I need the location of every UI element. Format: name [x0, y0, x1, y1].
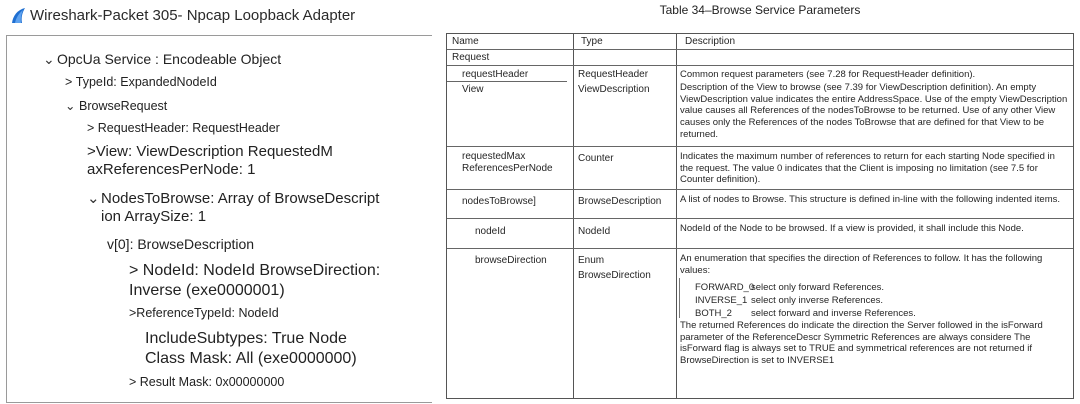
tree-node-v0-browse-description[interactable]: v[0]: BrowseDescription	[107, 236, 255, 252]
table-caption: Table 34–Browse Service Parameters	[659, 3, 861, 17]
param-type-browse-direction: Enum BrowseDirection	[578, 255, 651, 281]
wireshark-pane: Wireshark-Packet 305- Npcap Loopback Ada…	[0, 0, 432, 404]
enum-bracket	[679, 278, 680, 318]
row-divider	[447, 218, 1073, 219]
chevron-down-icon[interactable]: ⌄	[65, 99, 76, 113]
spec-table-pane: Table 34–Browse Service Parameters Name …	[440, 0, 1080, 404]
header-divider	[447, 49, 1073, 50]
param-type-node-id: NodeId	[578, 226, 611, 237]
enum-value-forward: FORWARD_0select only forward References.	[695, 282, 885, 293]
param-name-view: View	[462, 84, 484, 95]
section-request: Request	[452, 52, 490, 63]
param-type-view: ViewDescription	[578, 84, 650, 95]
param-type-nodes-to-browse: BrowseDescription	[578, 196, 662, 207]
tree-node-request-header[interactable]: > RequestHeader: RequestHeader	[87, 121, 280, 135]
param-name-requested-max-references: requestedMax ReferencesPerNode	[462, 151, 553, 174]
packet-details-tree[interactable]: ⌄OpcUa Service : Encodeable Object > Typ…	[6, 35, 432, 403]
tree-node-type-id[interactable]: > TypeId: ExpandedNodeId	[65, 75, 217, 89]
tree-node-browse-request[interactable]: ⌄BrowseRequest	[65, 99, 168, 113]
chevron-down-icon[interactable]: ⌄	[87, 190, 100, 207]
expand-arrow-icon[interactable]: >	[129, 262, 143, 279]
tree-node-reference-type-id[interactable]: >ReferenceTypeId: NodeId	[129, 306, 279, 320]
browse-service-parameters-table: Name Type Description Request requestHea…	[446, 33, 1074, 399]
row-divider	[447, 81, 567, 82]
param-desc-requested-max-references: Indicates the maximum number of referenc…	[680, 151, 1055, 186]
chevron-down-icon[interactable]: ⌄	[43, 51, 55, 67]
row-divider	[447, 248, 1073, 249]
param-name-node-id: nodeId	[475, 226, 506, 237]
param-name-request-header: requestHeader	[462, 69, 529, 80]
column-header-type: Type	[581, 36, 603, 47]
param-type-requested-max-references: Counter	[578, 153, 614, 164]
row-divider	[447, 146, 1073, 147]
window-title-bar: Wireshark-Packet 305- Npcap Loopback Ada…	[10, 4, 355, 26]
row-divider	[447, 65, 1073, 66]
param-type-request-header: RequestHeader	[578, 69, 649, 80]
tree-node-opcua-service[interactable]: ⌄OpcUa Service : Encodeable Object	[43, 51, 282, 67]
column-divider	[573, 34, 574, 398]
param-desc-browse-direction-outro: The returned References do indicate the …	[680, 320, 1043, 367]
param-desc-request-header: Common request parameters (see 7.28 for …	[680, 69, 976, 80]
tree-node-view[interactable]: >View: ViewDescription RequestedM axRefe…	[87, 143, 333, 178]
row-divider	[447, 189, 1073, 190]
tree-node-nodes-to-browse[interactable]: ⌄NodesToBrowse: Array of BrowseDescript …	[87, 190, 380, 225]
param-desc-browse-direction-intro: An enumeration that specifies the direct…	[680, 253, 1043, 276]
tree-node-include-subtypes[interactable]: IncludeSubtypes: True Node Class Mask: A…	[145, 330, 357, 367]
param-desc-view: Description of the View to browse (see 7…	[680, 82, 1068, 140]
column-header-name: Name	[452, 36, 479, 47]
window-title: Wireshark-Packet 305- Npcap Loopback Ada…	[30, 6, 356, 24]
tree-node-result-mask[interactable]: > Result Mask: 0x00000000	[129, 375, 285, 389]
tree-node-node-id[interactable]: > NodeId: NodeId BrowseDirection: Invers…	[129, 262, 381, 299]
expand-arrow-icon[interactable]: >	[129, 375, 140, 389]
param-desc-nodes-to-browse: A list of nodes to Browse. This structur…	[680, 194, 1061, 205]
param-name-browse-direction: browseDirection	[475, 255, 547, 266]
column-divider	[676, 34, 677, 398]
column-header-description: Description	[685, 36, 736, 47]
param-desc-node-id: NodeId of the Node to be browsed. If a v…	[680, 223, 1024, 234]
param-name-nodes-to-browse: nodesToBrowse]	[462, 196, 536, 207]
wireshark-fin-icon	[12, 7, 25, 23]
expand-arrow-icon[interactable]: >	[87, 121, 98, 135]
expand-arrow-icon[interactable]: >	[65, 75, 76, 89]
